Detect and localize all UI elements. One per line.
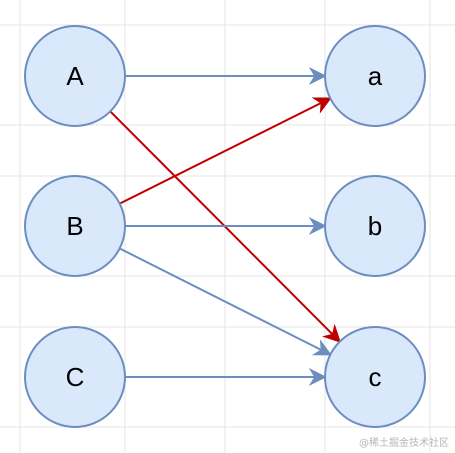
node-A: A — [24, 25, 126, 127]
node-circle — [324, 326, 426, 428]
node-B: B — [24, 175, 126, 277]
edge-B-to-c — [119, 247, 332, 356]
node-b: b — [324, 175, 426, 277]
edge-group — [109, 67, 341, 386]
node-circle — [24, 175, 126, 277]
node-circle — [24, 25, 126, 127]
node-C: C — [24, 326, 126, 428]
node-circle — [324, 25, 426, 127]
node-circle — [24, 326, 126, 428]
node-group: A B Ca b c — [24, 25, 426, 428]
node-label: A — [66, 61, 84, 91]
edge-B-to-a — [119, 97, 332, 205]
node-label: B — [66, 211, 83, 241]
node-label: b — [368, 211, 382, 241]
node-label: a — [368, 61, 383, 91]
node-label: c — [369, 362, 382, 392]
node-c: c — [324, 326, 426, 428]
node-label: C — [66, 362, 85, 392]
node-a: a — [324, 25, 426, 127]
node-circle — [324, 175, 426, 277]
watermark-text: @稀土掘金技术社区 — [359, 438, 449, 449]
